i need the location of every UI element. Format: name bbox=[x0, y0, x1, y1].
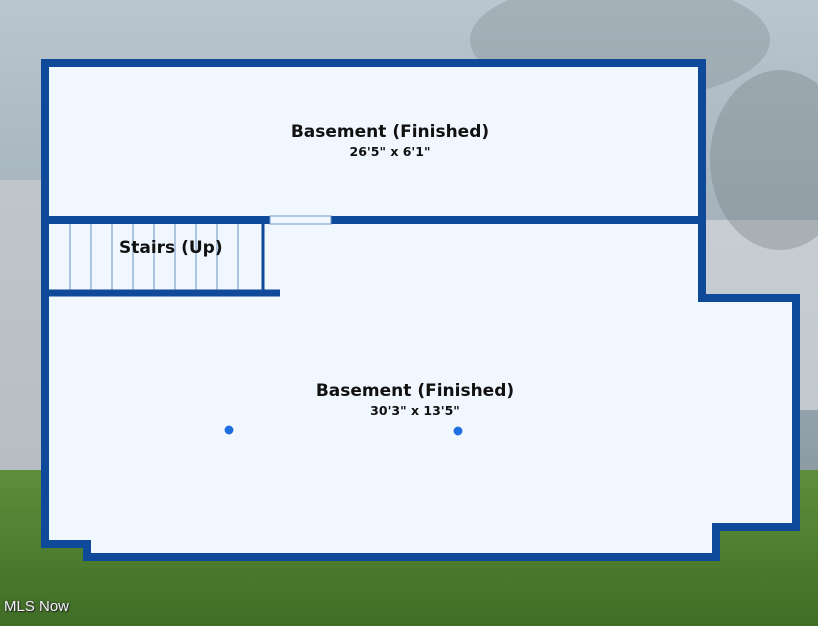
walls bbox=[41, 59, 800, 561]
stairs bbox=[49, 222, 263, 292]
room-basement-main bbox=[45, 220, 796, 557]
room-dimensions: 26'5" x 6'1" bbox=[349, 144, 431, 159]
marker-dot[interactable] bbox=[452, 425, 464, 437]
room-name: Basement (Finished) bbox=[315, 381, 515, 401]
room-basement-top bbox=[45, 63, 702, 220]
room-label-basement-top: Basement (Finished) 26'5" x 6'1" bbox=[291, 122, 489, 160]
marker-dot[interactable] bbox=[223, 424, 235, 436]
room-dimensions: 30'3" x 13'5" bbox=[370, 403, 460, 418]
room-label-stairs: Stairs (Up) bbox=[119, 238, 223, 258]
doorway bbox=[269, 215, 332, 225]
stair-treads bbox=[69, 224, 239, 290]
watermark: MLS Now bbox=[4, 598, 70, 615]
room-label-basement-main: Basement (Finished) 30'3" x 13'5" bbox=[316, 381, 514, 419]
room-name: Basement (Finished) bbox=[290, 122, 490, 142]
